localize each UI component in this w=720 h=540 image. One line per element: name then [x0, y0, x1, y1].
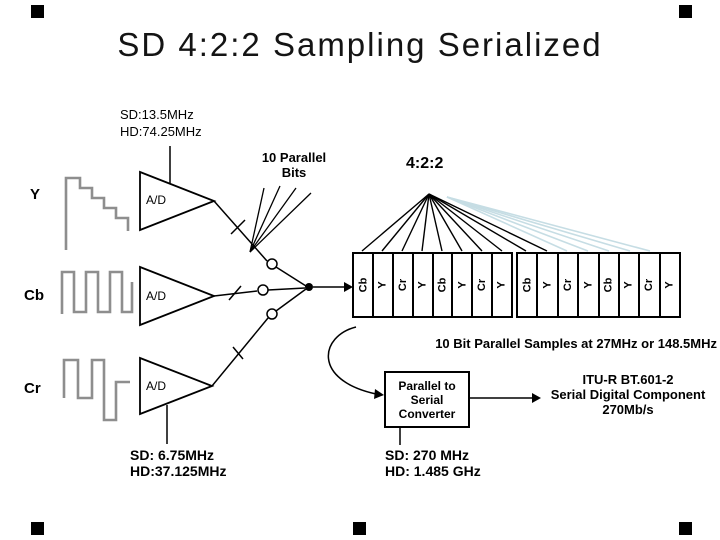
sample-cell-label: Cb	[521, 277, 534, 293]
selection-handle-top-right[interactable]	[679, 5, 692, 18]
sample-cell-label: Y	[663, 281, 676, 289]
converter-label-line1: Parallel to	[398, 378, 456, 393]
selection-handle-top-left[interactable]	[31, 5, 44, 18]
serial-out-arrowhead	[532, 393, 541, 403]
itu-output-label: ITU-R BT.601-2 Serial Digital Component …	[538, 372, 718, 417]
converter-in-arrowhead	[374, 389, 384, 399]
sample-cell: Y	[451, 252, 474, 318]
sd-rate-label: SD:13.5MHz	[120, 107, 194, 122]
sample-cell: Y	[491, 252, 513, 318]
channel-label-cr: Cr	[24, 380, 41, 397]
chroma-sd-rate: SD: 6.75MHz	[130, 447, 215, 463]
sample-cell: Y	[617, 252, 641, 318]
sample-cell-label: Cr	[643, 278, 656, 292]
adc-triangle-cr	[139, 356, 215, 416]
adc-triangle-y	[139, 170, 217, 232]
sample-cell-label: Y	[496, 281, 509, 289]
channel-label-y: Y	[30, 186, 41, 203]
selection-handle-bottom-right[interactable]	[679, 522, 692, 535]
sample-cell: Cb	[597, 252, 620, 318]
sample-cell-label: Y	[416, 281, 429, 289]
sample-cell: Y	[371, 252, 394, 318]
sample-cell: Cb	[431, 252, 454, 318]
sample-cell-label: Y	[623, 281, 636, 289]
sample-cell-label: Cb	[602, 277, 615, 293]
converter-label-line3: Converter	[398, 406, 456, 421]
sample-fan-lines	[361, 193, 548, 252]
arrowheads	[344, 282, 541, 403]
cr-waveform-icon	[62, 358, 130, 422]
itu-description-line: Serial Digital Component	[550, 387, 706, 402]
ratio-label: 4:2:2	[406, 155, 444, 172]
sample-cell-label: Cr	[561, 278, 574, 292]
itu-standard-line: ITU-R BT.601-2	[582, 372, 674, 387]
adc-label-y: A/D	[146, 193, 167, 207]
y-waveform-icon	[64, 176, 130, 250]
sample-cell-label: Y	[582, 281, 595, 289]
cb-waveform-icon	[60, 270, 134, 314]
sample-cell: Cr	[391, 252, 414, 318]
selection-handle-bottom-center[interactable]	[353, 522, 366, 535]
adc-label-cb: A/D	[146, 289, 167, 303]
sample-cell: Y	[536, 252, 559, 318]
adc-label-cr: A/D	[146, 379, 167, 393]
chroma-hd-rate: HD:37.125MHz	[130, 463, 227, 479]
parallel-samples-caption: 10 Bit Parallel Samples at 27MHz or 148.…	[435, 336, 717, 351]
channel-label-cb: Cb	[24, 287, 44, 304]
bus-slash-marks	[228, 219, 246, 360]
sample-cell: Y	[411, 252, 434, 318]
selection-handle-bottom-left[interactable]	[31, 522, 44, 535]
sample-cell: Cr	[556, 252, 580, 318]
cells-arrowhead	[344, 282, 353, 292]
converter-label-line2: Serial	[410, 392, 444, 407]
sample-word-group-2: Cb Y Cr Y Cb Y Cr Y	[516, 252, 681, 318]
input-sample-rates: SD:13.5MHz HD:74.25MHz	[120, 106, 202, 140]
sample-cell: Cb	[516, 252, 539, 318]
chroma-fan-light	[446, 196, 651, 252]
slide-title: SD 4:2:2 Sampling Serialized	[117, 26, 603, 63]
serial-hd-rate: HD: 1.485 GHz	[385, 463, 481, 479]
tap-circles	[257, 258, 278, 320]
sample-cell-label: Y	[376, 281, 389, 289]
parallel-bits-fan	[249, 185, 312, 253]
chroma-sample-rates: SD: 6.75MHz HD:37.125MHz	[130, 447, 226, 479]
itu-bitrate-line: 270Mb/s	[602, 402, 654, 417]
sample-cell: Y	[658, 252, 681, 318]
junction-dot	[305, 283, 313, 291]
hd-rate-label: HD:74.25MHz	[120, 124, 202, 139]
sample-cell: Cb	[352, 252, 374, 318]
sample-cell-label: Y	[541, 281, 554, 289]
sample-cell: Cr	[638, 252, 661, 318]
sample-cell-label: Cr	[476, 278, 489, 292]
adc-triangle-cb	[139, 265, 217, 327]
sample-word-group-1: Cb Y Cr Y Cb Y Cr Y	[352, 252, 513, 318]
sample-cell: Cr	[471, 252, 494, 318]
serial-sd-rate: SD: 270 MHz	[385, 447, 470, 463]
sample-cell-label: Cb	[356, 277, 369, 293]
sample-cell-label: Cb	[436, 277, 449, 293]
sample-cell-label: Cr	[396, 278, 409, 292]
sample-cell-label: Y	[456, 281, 469, 289]
parallel-bits-label: 10 Parallel Bits	[261, 150, 327, 180]
parallel-to-serial-converter-box: Parallel to Serial Converter	[384, 371, 470, 428]
serial-clock-rates: SD: 270 MHz HD: 1.485 GHz	[385, 447, 481, 479]
sample-cell: Y	[577, 252, 600, 318]
parallel-feed-curve	[327, 326, 377, 395]
adc-triangles	[139, 170, 217, 416]
